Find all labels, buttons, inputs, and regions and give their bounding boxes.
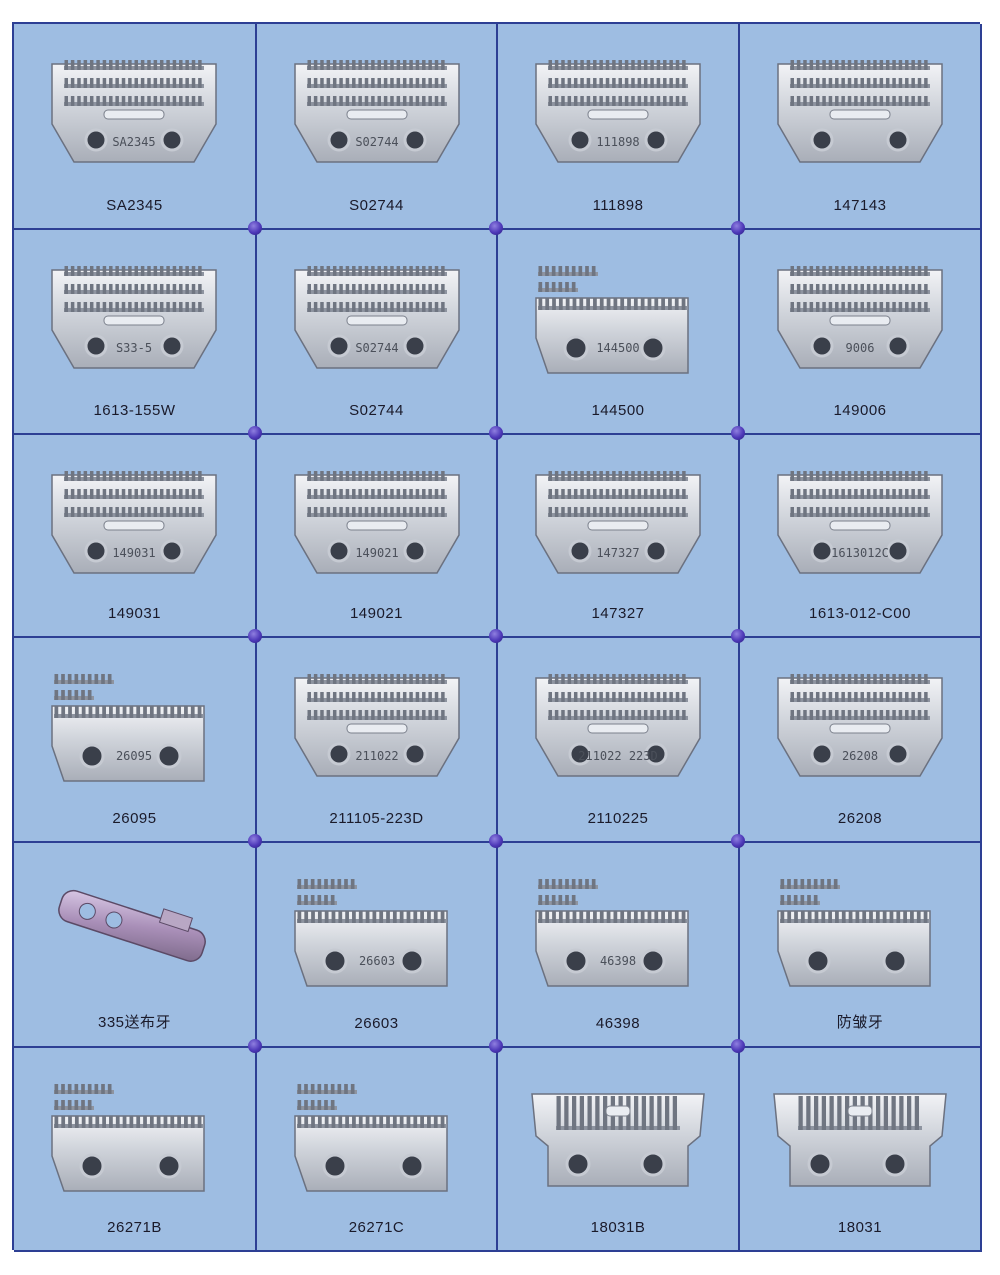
grid-junction-dot-icon bbox=[248, 834, 262, 848]
part-number-label: 26603 bbox=[354, 1015, 399, 1032]
part-stamp: S02744 bbox=[355, 341, 398, 355]
part-stamp: 211022 223D bbox=[578, 749, 657, 763]
part-stamp: 26208 bbox=[842, 749, 878, 763]
catalog-item[interactable]: 149021 149021 bbox=[257, 435, 498, 638]
part-number-label: 335送布牙 bbox=[97, 1014, 172, 1031]
part-number-label: 2110225 bbox=[587, 810, 649, 827]
part-number-label: 149031 bbox=[107, 605, 162, 622]
part-number-label: 1613-155W bbox=[93, 402, 176, 419]
catalog-item[interactable]: 111898 111898 bbox=[498, 24, 740, 230]
catalog-item[interactable]: 18031B bbox=[498, 1048, 740, 1252]
part-number-label: 18031B bbox=[590, 1219, 646, 1236]
grid-junction-dot-icon bbox=[489, 426, 503, 440]
part-stamp: 149031 bbox=[112, 546, 155, 560]
grid-junction-dot-icon bbox=[248, 1039, 262, 1053]
catalog-item[interactable]: 147327 147327 bbox=[498, 435, 740, 638]
part-stamp: 144500 bbox=[596, 341, 639, 355]
catalog-item[interactable]: 1613012C 1613-012-C00 bbox=[740, 435, 982, 638]
catalog-item[interactable]: 26271B bbox=[14, 1048, 257, 1252]
grid-junction-dot-icon bbox=[731, 1039, 745, 1053]
part-number-label: 111898 bbox=[592, 197, 644, 214]
catalog-item[interactable]: 26271C bbox=[257, 1048, 498, 1252]
part-stamp: 1613012C bbox=[831, 546, 889, 560]
grid-junction-dot-icon bbox=[731, 426, 745, 440]
catalog-item[interactable]: 335送布牙 bbox=[14, 843, 257, 1048]
part-stamp: 26603 bbox=[359, 954, 395, 968]
catalog-item[interactable]: 147143 bbox=[740, 24, 982, 230]
part-number-label: S02744 bbox=[349, 197, 404, 214]
part-number-label: 26095 bbox=[112, 810, 157, 827]
part-stamp: 149021 bbox=[355, 546, 398, 560]
catalog-item[interactable]: 211022 223D 2110225 bbox=[498, 638, 740, 843]
part-number-label: 26271B bbox=[107, 1219, 162, 1236]
part-stamp: 26095 bbox=[116, 749, 152, 763]
part-number-label: 211105-223D bbox=[329, 810, 424, 827]
grid-junction-dot-icon bbox=[489, 1039, 503, 1053]
part-stamp: S33-5 bbox=[116, 341, 152, 355]
catalog-item[interactable]: 18031 bbox=[740, 1048, 982, 1252]
catalog-item[interactable]: 26603 26603 bbox=[257, 843, 498, 1048]
catalog-item[interactable]: 26095 26095 bbox=[14, 638, 257, 843]
part-number-label: 144500 bbox=[591, 402, 645, 419]
catalog-item[interactable]: 防皱牙 bbox=[740, 843, 982, 1048]
catalog-item[interactable]: 46398 46398 bbox=[498, 843, 740, 1048]
part-number-label: S02744 bbox=[349, 402, 404, 419]
part-number-label: 1613-012-C00 bbox=[809, 605, 911, 622]
grid-junction-dot-icon bbox=[248, 221, 262, 235]
part-number-label: 149021 bbox=[349, 605, 404, 622]
grid-junction-dot-icon bbox=[731, 629, 745, 643]
catalog-item[interactable]: 149031 149031 bbox=[14, 435, 257, 638]
catalog-item[interactable]: 9006 149006 bbox=[740, 230, 982, 435]
part-number-label: SA2345 bbox=[106, 197, 163, 214]
catalog-item[interactable]: S33-5 1613-155W bbox=[14, 230, 257, 435]
part-stamp: 111898 bbox=[596, 135, 639, 149]
grid-junction-dot-icon bbox=[248, 426, 262, 440]
catalog-item[interactable]: 144500 144500 bbox=[498, 230, 740, 435]
part-stamp: 46398 bbox=[600, 954, 636, 968]
part-number-label: 26271C bbox=[348, 1219, 405, 1236]
grid-junction-dot-icon bbox=[489, 834, 503, 848]
grid-junction-dot-icon bbox=[248, 629, 262, 643]
part-stamp: 211022 bbox=[355, 749, 398, 763]
part-number-label: 147327 bbox=[591, 605, 645, 622]
part-number-label: 147143 bbox=[833, 197, 887, 214]
part-number-label: 26208 bbox=[837, 810, 883, 827]
grid-junction-dot-icon bbox=[731, 834, 745, 848]
part-stamp: S02744 bbox=[355, 135, 398, 149]
catalog-item[interactable]: 211022 211105-223D bbox=[257, 638, 498, 843]
catalog-item[interactable]: 26208 26208 bbox=[740, 638, 982, 843]
part-number-label: 防皱牙 bbox=[836, 1014, 884, 1031]
part-number-label: 149006 bbox=[833, 402, 887, 419]
grid-junction-dot-icon bbox=[489, 221, 503, 235]
part-number-label: 18031 bbox=[837, 1219, 883, 1236]
grid-junction-dot-icon bbox=[489, 629, 503, 643]
part-number-label: 46398 bbox=[595, 1015, 641, 1032]
grid-junction-dot-icon bbox=[731, 221, 745, 235]
part-stamp: 147327 bbox=[596, 546, 639, 560]
part-stamp: 9006 bbox=[846, 341, 875, 355]
part-stamp: SA2345 bbox=[112, 135, 155, 149]
